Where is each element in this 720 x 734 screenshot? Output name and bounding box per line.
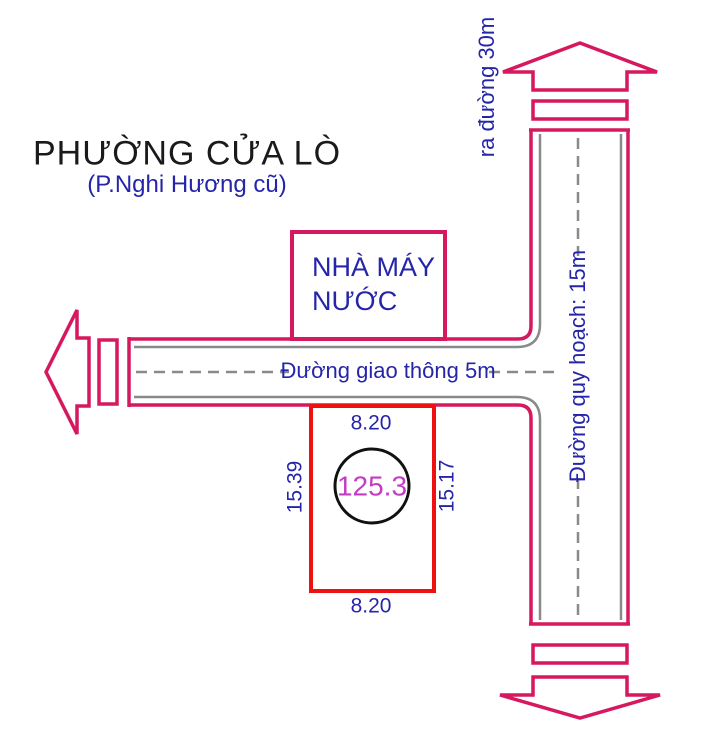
area-circle bbox=[333, 447, 411, 525]
plot-dimension-top: 8.20 bbox=[350, 411, 392, 435]
vertical-road-label: Đường quy hoạch: 15m bbox=[564, 249, 590, 483]
up-arrow-icon bbox=[502, 41, 658, 92]
exit-road-label: ra đường 30m bbox=[473, 16, 499, 158]
horizontal-road-bottom-gray-line bbox=[134, 395, 542, 620]
horizontal-road-label: Đường giao thông 5m bbox=[280, 357, 496, 383]
water-plant-label-line2: NƯỚC bbox=[312, 286, 398, 316]
plot-dimension-right: 15.17 bbox=[435, 459, 459, 513]
water-plant-label-line1: NHÀ MÁY bbox=[312, 252, 436, 282]
down-arrow-icon bbox=[499, 675, 661, 720]
left-road-end-bar bbox=[97, 338, 119, 406]
plot-dimension-left: 15.39 bbox=[283, 460, 307, 514]
bottom-road-end-bar bbox=[531, 643, 629, 665]
left-arrow-icon bbox=[44, 309, 91, 435]
water-plant-box: NHÀ MÁY NƯỚC bbox=[290, 230, 447, 341]
region-subtitle: (P.Nghi Hương cũ) bbox=[87, 170, 287, 198]
horizontal-road-bottom-border bbox=[129, 403, 533, 624]
horizontal-road-top-gray-line bbox=[134, 134, 542, 349]
region-title: PHƯỜNG CỬA LÒ bbox=[32, 134, 342, 173]
plot-area-value: 125.3 bbox=[336, 470, 408, 502]
land-plot-outline bbox=[309, 404, 436, 593]
horizontal-road-top-border bbox=[129, 130, 533, 341]
plot-dimension-bottom: 8.20 bbox=[350, 594, 392, 618]
top-road-end-bar bbox=[531, 99, 629, 121]
